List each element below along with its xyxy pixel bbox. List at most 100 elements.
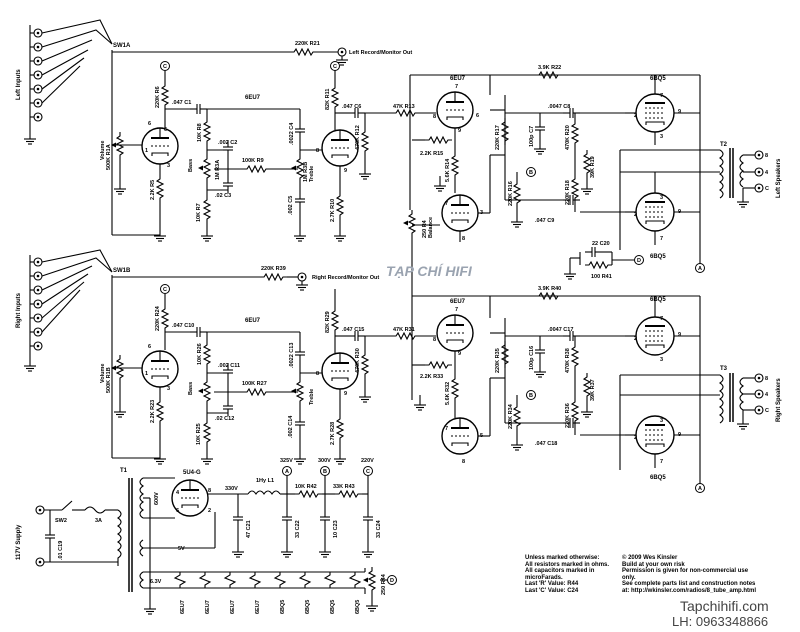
svg-text:4: 4 (765, 392, 769, 398)
note-line: Last 'C' Value: C24 (525, 587, 579, 594)
svg-text:.002 C14: .002 C14 (288, 415, 294, 438)
right-bass-pot[interactable] (197, 377, 211, 406)
svg-text:C: C (765, 186, 769, 192)
svg-text:.0047 C8: .0047 C8 (548, 104, 570, 110)
copyright-line: Permission is given for non-commercial u… (622, 568, 749, 575)
svg-text:.002 C5: .002 C5 (288, 196, 294, 215)
svg-text:T3: T3 (720, 366, 728, 372)
svg-text:.047 C6: .047 C6 (342, 104, 361, 110)
heater-filaments (173, 572, 362, 588)
svg-text:220K R18: 220K R18 (565, 180, 571, 205)
svg-text:9: 9 (678, 332, 681, 338)
svg-text:600V: 600V (154, 492, 160, 505)
svg-text:C: C (366, 469, 370, 475)
svg-text:47 C21: 47 C21 (246, 520, 252, 538)
svg-text:220K R6: 220K R6 (155, 86, 161, 108)
right-preamp-tube-1 (141, 350, 179, 388)
svg-text:D: D (390, 578, 394, 584)
svg-text:2: 2 (208, 508, 211, 514)
svg-text:2.2K R23: 2.2K R23 (150, 400, 156, 423)
balance-pot[interactable] (402, 209, 416, 238)
svg-text:220K R34: 220K R34 (508, 403, 514, 429)
svg-text:8: 8 (433, 337, 436, 343)
svg-text:7: 7 (660, 236, 663, 242)
svg-text:100K R27: 100K R27 (242, 381, 267, 387)
watermark-phone: LH: 0963348866 (672, 614, 769, 629)
right-phase-inverter-bottom (441, 417, 479, 455)
svg-text:7: 7 (660, 316, 663, 322)
svg-text:Treble: Treble (309, 389, 315, 405)
svg-text:3: 3 (660, 195, 663, 201)
right-inputs-label: Right Inputs (16, 292, 22, 328)
svg-text:1Hy L1: 1Hy L1 (256, 478, 274, 484)
copyright-line: © 2009 Wes Kinsler (622, 555, 678, 561)
svg-text:8: 8 (462, 459, 465, 465)
svg-text:10K R8: 10K R8 (197, 123, 203, 142)
svg-text:9: 9 (344, 168, 347, 174)
copyright-line: Build at your own risk (622, 561, 685, 568)
right-preamp-tube-2 (321, 352, 359, 390)
svg-text:2: 2 (634, 336, 637, 342)
watermark-site: Tapchihifi.com (680, 598, 769, 614)
svg-text:9: 9 (678, 109, 681, 115)
left-speakers-label: Left Speakers (776, 158, 782, 198)
svg-text:T1: T1 (120, 468, 128, 474)
right-input-jacks (23, 249, 113, 372)
svg-text:3: 3 (660, 357, 663, 363)
svg-text:6BQ5: 6BQ5 (650, 254, 666, 260)
watermark-brand: TẠP CHÍ HIFI (386, 263, 473, 279)
left-bass-pot[interactable] (197, 154, 211, 183)
svg-text:10K R42: 10K R42 (295, 484, 317, 490)
svg-text:6: 6 (164, 127, 167, 133)
svg-text:39K R19: 39K R19 (590, 156, 596, 178)
left-inputs-label: Left Inputs (16, 69, 22, 100)
copyright-line: See complete parts list and construction… (622, 581, 756, 588)
svg-text:220K R35: 220K R35 (495, 348, 501, 373)
svg-text:6EU7: 6EU7 (245, 318, 261, 324)
svg-text:2: 2 (634, 435, 637, 441)
svg-text:3: 3 (660, 418, 663, 424)
left-output-tube-top (635, 93, 675, 133)
right-output-tube-bottom (635, 415, 675, 455)
svg-text:2: 2 (634, 113, 637, 119)
copyright-block: © 2009 Wes Kinsler Build at your own ris… (622, 555, 797, 595)
svg-text:2.2K R15: 2.2K R15 (420, 151, 443, 157)
svg-text:3.9K R22: 3.9K R22 (538, 65, 561, 71)
svg-text:82K R11: 82K R11 (325, 89, 331, 110)
svg-text:6EU7: 6EU7 (245, 95, 261, 101)
r21-label: 220K R21 (295, 41, 320, 47)
svg-text:47K R13: 47K R13 (393, 104, 415, 110)
svg-text:.01 C19: .01 C19 (58, 541, 64, 560)
svg-text:B: B (323, 469, 327, 475)
svg-text:470K R38: 470K R38 (565, 348, 571, 373)
svg-text:1M R3B: 1M R3B (303, 162, 309, 182)
svg-text:4: 4 (176, 490, 180, 496)
svg-text:22 C20: 22 C20 (592, 241, 610, 247)
svg-text:.0022 C13: .0022 C13 (289, 343, 295, 368)
svg-text:6BQ5: 6BQ5 (650, 475, 666, 481)
sw1b-label: SW1B (113, 268, 131, 274)
svg-text:T2: T2 (720, 142, 728, 148)
svg-text:33 C22: 33 C22 (295, 520, 301, 538)
svg-text:6EU7: 6EU7 (180, 600, 186, 614)
svg-text:.047 C18: .047 C18 (535, 441, 557, 447)
svg-text:8: 8 (433, 114, 436, 120)
svg-text:470K R12: 470K R12 (355, 125, 361, 150)
svg-text:220K R36: 220K R36 (565, 403, 571, 428)
svg-text:.02 C3: .02 C3 (215, 193, 231, 199)
copyright-line: at: http://wkinsler.com/radios/8_tube_am… (622, 587, 757, 594)
svg-text:9: 9 (458, 351, 461, 357)
svg-text:33 C24: 33 C24 (376, 519, 382, 538)
svg-text:220K R24: 220K R24 (155, 305, 161, 331)
left-record-out-label: Left Record/Monitor Out (349, 50, 412, 56)
svg-text:2.2K R33: 2.2K R33 (420, 374, 443, 380)
svg-text:7: 7 (445, 201, 448, 207)
right-record-out-label: Right Record/Monitor Out (312, 275, 379, 281)
svg-text:.047 C9: .047 C9 (535, 218, 554, 224)
svg-text:C: C (333, 64, 337, 70)
svg-text:100p C16: 100p C16 (529, 346, 535, 370)
svg-text:3: 3 (167, 386, 170, 392)
svg-text:2.7K R28: 2.7K R28 (330, 422, 336, 445)
svg-text:9: 9 (344, 391, 347, 397)
